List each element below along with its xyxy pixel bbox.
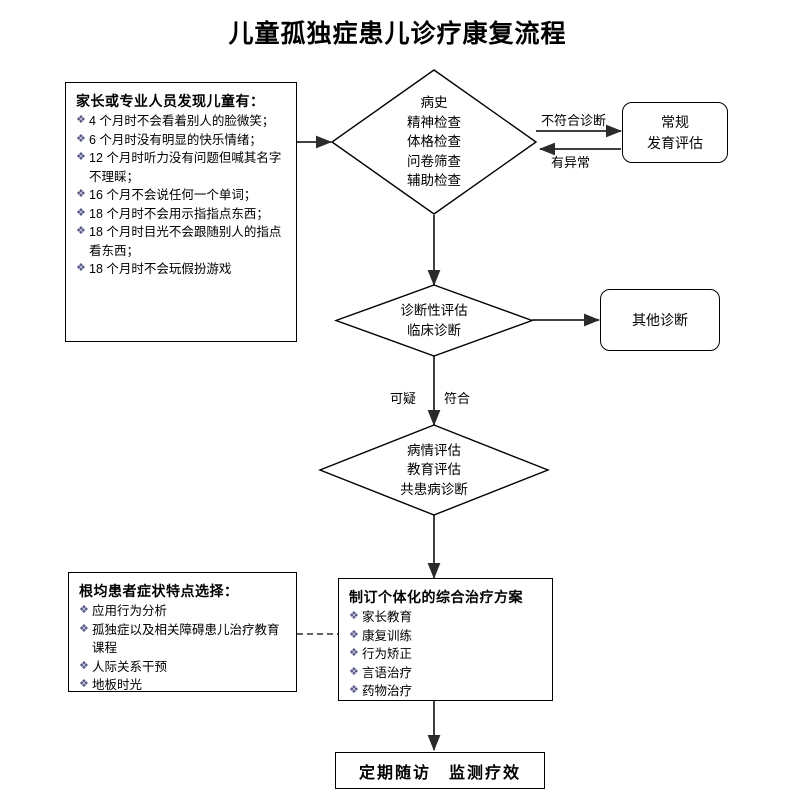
list-item: ❖地板时光 [79,676,287,695]
list-item: ❖康复训练 [349,627,543,646]
list-item-label: 孤独症以及相关障碍患儿治疗教育课程 [92,622,280,656]
exam-diamond: 病史 精神检查 体格检查 问卷筛查 辅助检查 [330,69,538,215]
diamond-bullet-icon: ❖ [79,604,89,617]
page-title: 儿童孤独症患儿诊疗康复流程 [228,21,567,48]
list-item: ❖应用行为分析 [79,602,287,621]
list-item-label: 16 个月不会说任何一个单词； [89,188,257,203]
diamond-bullet-icon: ❖ [349,665,359,678]
diagnosis-diamond: 诊断性评估 临床诊断 [333,284,535,357]
diamond-bullet-icon: ❖ [79,678,89,691]
routine-eval-text: 常规 发育评估 [647,112,703,154]
list-item-label: 4 个月时不会看着别人的脸微笑； [89,114,275,129]
diamond-bullet-icon: ❖ [76,132,86,145]
diagnosis-diamond-shape [333,284,535,357]
signs-box-list: ❖4 个月时不会看着别人的脸微笑； ❖6 个月时没有明显的快乐情绪； ❖12 个… [76,112,287,279]
edge-label-suspected: 可疑 [390,391,417,406]
diamond-bullet-icon: ❖ [76,225,86,238]
signs-box-heading: 家长或专业人员发现儿童有： [76,93,265,109]
list-item-label: 18 个月时目光不会跟随别人的指点看东西； [89,225,282,258]
diamond-bullet-icon: ❖ [349,684,359,697]
list-item: ❖家长教育 [349,608,543,627]
routine-eval-line: 常规 [661,113,689,130]
list-item-label: 人际关系干预 [92,659,168,674]
other-diagnosis-line: 其他诊断 [632,311,688,328]
list-item-label: 药物治疗 [362,684,413,699]
followup-label: 定期随访 监测疗效 [358,764,521,782]
followup-box: 定期随访 监测疗效 [335,752,545,789]
exam-diamond-shape [330,69,538,215]
severity-diamond-shape [318,424,550,516]
treatment-box-heading: 制订个体化的综合治疗方案 [349,589,523,605]
list-item: ❖行为矫正 [349,645,543,664]
selection-box: 根均患者症状特点选择： ❖应用行为分析 ❖孤独症以及相关障碍患儿治疗教育课程 ❖… [68,572,297,692]
severity-diamond: 病情评估 教育评估 共患病诊断 [318,424,550,516]
diamond-bullet-icon: ❖ [79,622,89,635]
diamond-bullet-icon: ❖ [76,206,86,219]
diamond-bullet-icon: ❖ [76,262,86,275]
list-item-label: 行为矫正 [362,647,413,662]
list-item-label: 康复训练 [362,628,413,643]
list-item: ❖18 个月时不会玩假扮游戏 [76,260,287,279]
routine-eval-line: 发育评估 [647,134,703,151]
diamond-bullet-icon: ❖ [349,628,359,641]
list-item: ❖16 个月不会说任何一个单词； [76,186,287,205]
edge-label-not-matching: 不符合诊断 [541,113,607,128]
diamond-bullet-icon: ❖ [349,610,359,623]
other-diagnosis-box: 其他诊断 [600,289,720,351]
treatment-box-list: ❖家长教育 ❖康复训练 ❖行为矫正 ❖言语治疗 ❖药物治疗 [349,608,543,701]
list-item: ❖孤独症以及相关障碍患儿治疗教育课程 [79,621,287,658]
treatment-box: 制订个体化的综合治疗方案 ❖家长教育 ❖康复训练 ❖行为矫正 ❖言语治疗 ❖药物… [338,578,553,701]
list-item-label: 家长教育 [362,610,413,625]
list-item-label: 应用行为分析 [92,604,168,619]
signs-box: 家长或专业人员发现儿童有： ❖4 个月时不会看着别人的脸微笑； ❖6 个月时没有… [65,82,297,342]
list-item-label: 言语治疗 [362,665,413,680]
diamond-bullet-icon: ❖ [76,188,86,201]
diamond-bullet-icon: ❖ [349,647,359,660]
edge-label-matching: 符合 [444,391,471,406]
list-item-label: 18 个月时不会用示指指点东西； [89,206,269,221]
routine-eval-box: 常规 发育评估 [622,102,728,163]
list-item-label: 12 个月时听力没有问题但喊其名字不理睬； [89,151,282,184]
diamond-bullet-icon: ❖ [79,659,89,672]
list-item-label: 地板时光 [92,678,143,693]
list-item-label: 18 个月时不会玩假扮游戏 [89,262,232,277]
list-item: ❖人际关系干预 [79,658,287,677]
edge-label-abnormal: 有异常 [551,155,591,170]
list-item: ❖18 个月时不会用示指指点东西； [76,205,287,224]
list-item: ❖药物治疗 [349,682,543,701]
list-item: ❖言语治疗 [349,664,543,683]
diamond-bullet-icon: ❖ [76,151,86,164]
list-item: ❖18 个月时目光不会跟随别人的指点看东西； [76,223,287,260]
selection-box-list: ❖应用行为分析 ❖孤独症以及相关障碍患儿治疗教育课程 ❖人际关系干预 ❖地板时光 [79,602,287,695]
list-item: ❖4 个月时不会看着别人的脸微笑； [76,112,287,131]
list-item: ❖6 个月时没有明显的快乐情绪； [76,131,287,150]
list-item: ❖12 个月时听力没有问题但喊其名字不理睬； [76,149,287,186]
list-item-label: 6 个月时没有明显的快乐情绪； [89,132,262,147]
diamond-bullet-icon: ❖ [76,114,86,127]
selection-box-heading: 根均患者症状特点选择： [79,583,239,599]
